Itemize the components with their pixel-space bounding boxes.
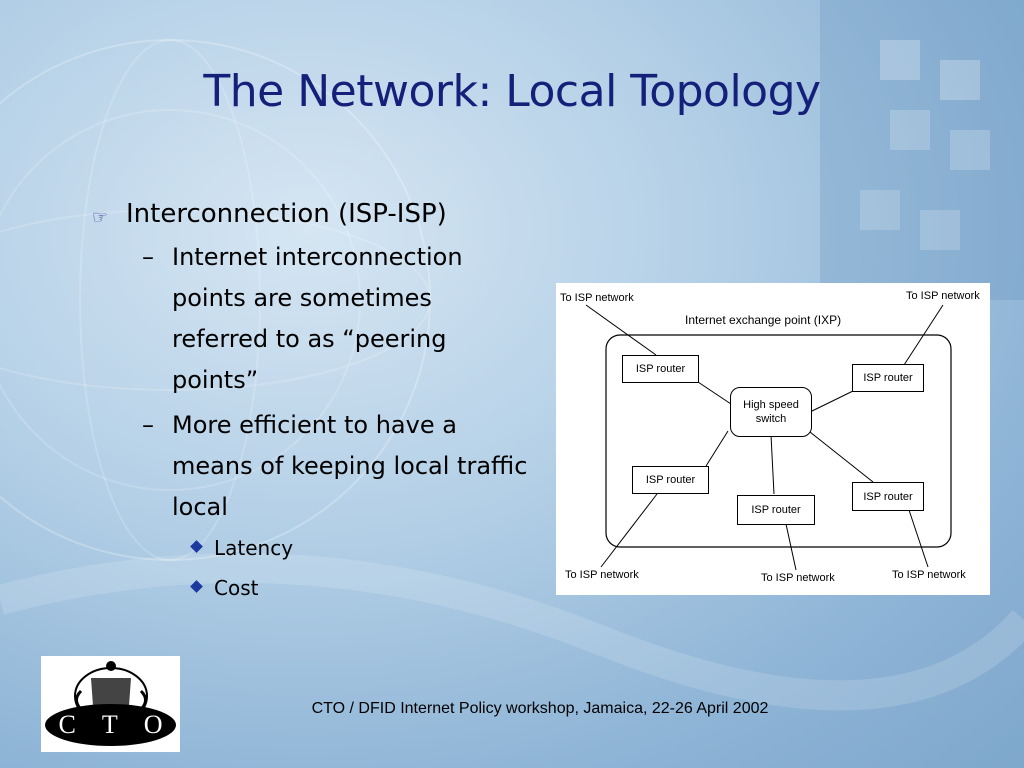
sub-bullet-1-line: points”	[172, 366, 259, 394]
isp-router-box: ISP router	[632, 466, 709, 494]
slide-title: The Network: Local Topology	[203, 66, 821, 117]
ixp-title: Internet exchange point (IXP)	[685, 313, 842, 327]
isp-router-box: ISP router	[622, 355, 699, 383]
sub-sub-bullet-text: Latency	[214, 536, 294, 560]
external-network-label: To ISP network	[906, 290, 980, 302]
high-speed-switch-box: High speed switch	[730, 387, 812, 437]
bullet-list: ☞ Interconnection (ISP-ISP) – Internet i…	[92, 195, 562, 608]
sub-sub-bullet-cost: Cost	[92, 568, 562, 608]
cto-logo: C T O	[41, 656, 180, 752]
diamond-bullet-icon	[190, 580, 203, 593]
logo-text: C T O	[58, 710, 173, 739]
sub-sub-bullet-text: Cost	[214, 576, 259, 600]
sub-bullet-1: – Internet interconnection points are so…	[92, 237, 562, 401]
logo-band	[45, 704, 176, 746]
switch-label-line: High speed	[743, 399, 799, 411]
external-network-label: To ISP network	[761, 572, 835, 584]
dash-marker: –	[142, 411, 154, 439]
sub-bullet-1-line: points are sometimes	[172, 284, 432, 312]
isp-router-box: ISP router	[852, 364, 924, 392]
sub-bullet-2: – More efficient to have a means of keep…	[92, 405, 562, 528]
sub-bullet-1-line: Internet interconnection	[172, 243, 463, 271]
external-network-label: To ISP network	[560, 292, 634, 304]
diagram-lines	[585, 304, 952, 571]
sub-bullet-1-line: referred to as “peering	[172, 325, 447, 353]
dash-marker: –	[142, 243, 154, 271]
switch-label-line: switch	[755, 413, 787, 425]
isp-router-box: ISP router	[852, 482, 924, 511]
diamond-bullet-icon	[190, 540, 203, 553]
footer-text: CTO / DFID Internet Policy workshop, Jam…	[311, 700, 769, 717]
pointing-hand-icon: ☞	[92, 207, 109, 228]
sub-bullet-2-line: More efficient to have a	[172, 411, 457, 439]
isp-router-box: ISP router	[737, 495, 815, 525]
sub-bullet-2-line: means of keeping local traffic	[172, 452, 528, 480]
sub-sub-bullet-latency: Latency	[92, 528, 562, 568]
external-network-label: To ISP network	[892, 569, 966, 581]
ixp-diagram: To ISP network To ISP network To ISP net…	[556, 283, 990, 595]
external-network-label: To ISP network	[565, 569, 639, 581]
bullet-main-text: Interconnection (ISP-ISP)	[126, 199, 447, 229]
bullet-main: ☞ Interconnection (ISP-ISP)	[92, 195, 562, 233]
sub-bullet-2-line: local	[172, 493, 228, 521]
